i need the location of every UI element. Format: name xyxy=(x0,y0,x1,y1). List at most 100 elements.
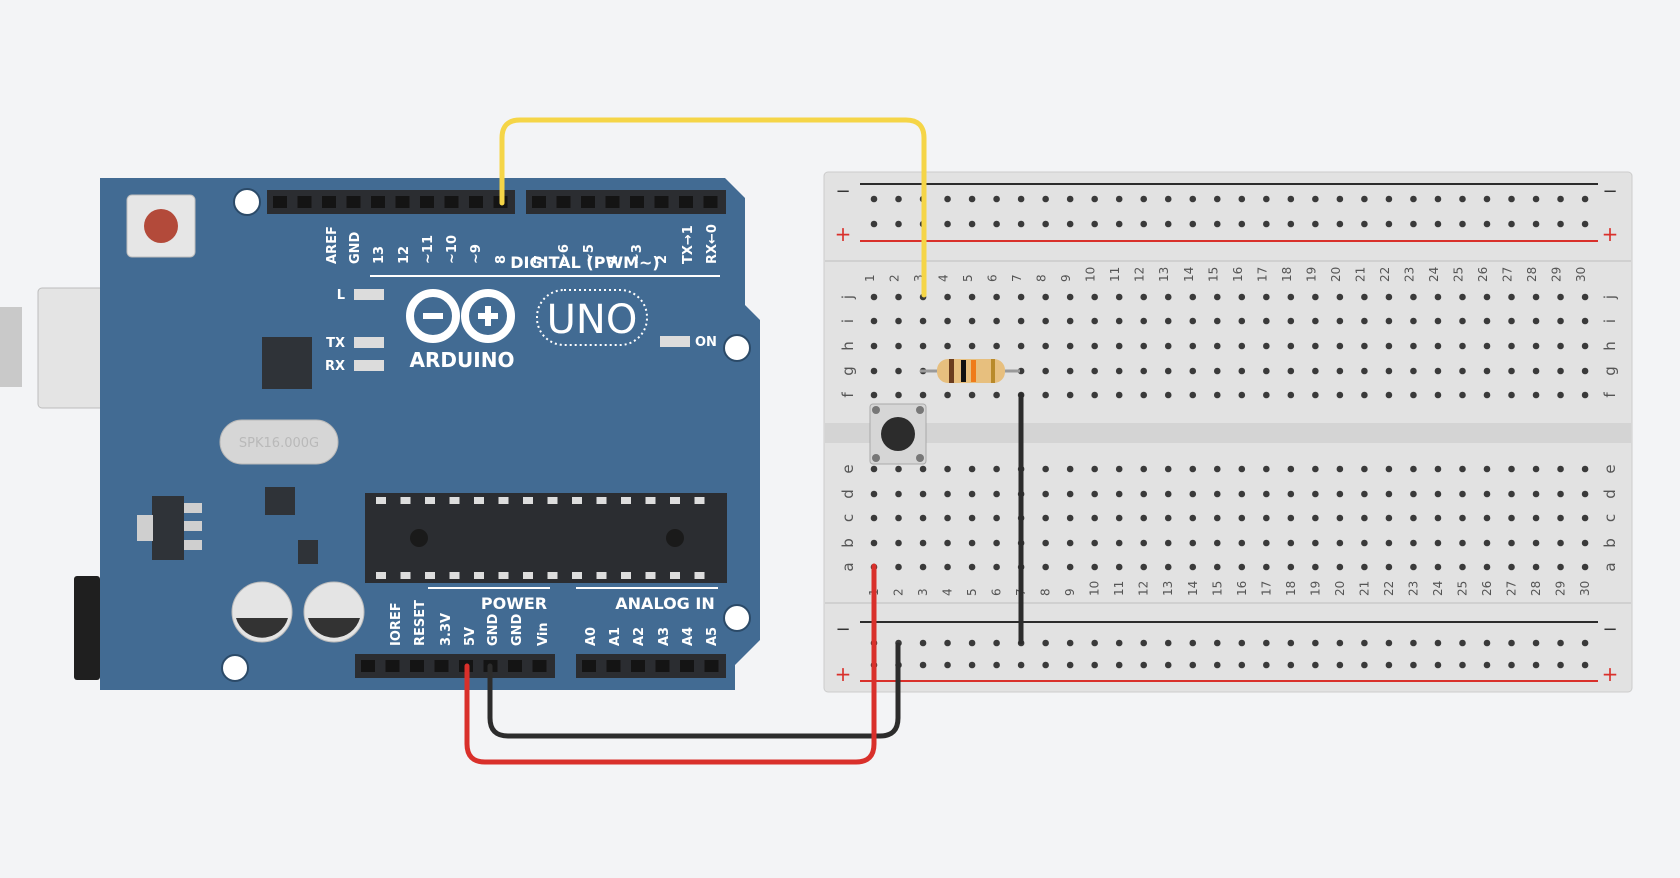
breadboard-hole[interactable] xyxy=(1483,391,1491,399)
breadboard-hole[interactable] xyxy=(895,490,902,498)
breadboard-hole[interactable] xyxy=(968,465,976,473)
breadboard-hole[interactable] xyxy=(1459,342,1466,350)
breadboard-hole[interactable] xyxy=(1189,661,1197,669)
header-socket[interactable] xyxy=(631,660,645,672)
breadboard-hole[interactable] xyxy=(1287,317,1295,325)
breadboard-hole[interactable] xyxy=(1042,220,1049,228)
breadboard-hole[interactable] xyxy=(1115,639,1123,647)
breadboard-hole[interactable] xyxy=(1091,195,1098,203)
header-socket[interactable] xyxy=(703,196,718,208)
breadboard-hole[interactable] xyxy=(993,514,1000,522)
pushbutton-cap[interactable] xyxy=(881,417,915,451)
breadboard-hole[interactable] xyxy=(1385,661,1393,669)
breadboard-hole[interactable] xyxy=(1459,661,1466,669)
breadboard-hole[interactable] xyxy=(1581,563,1589,571)
header-socket[interactable] xyxy=(444,196,459,208)
breadboard-hole[interactable] xyxy=(1164,539,1172,547)
breadboard-hole[interactable] xyxy=(895,195,902,203)
breadboard-hole[interactable] xyxy=(1385,639,1393,647)
breadboard-hole[interactable] xyxy=(1434,195,1442,203)
breadboard-hole[interactable] xyxy=(1410,317,1417,325)
breadboard-hole[interactable] xyxy=(1189,639,1197,647)
breadboard-hole[interactable] xyxy=(968,563,976,571)
breadboard-hole[interactable] xyxy=(1213,539,1221,547)
breadboard-hole[interactable] xyxy=(944,539,951,547)
breadboard-hole[interactable] xyxy=(993,539,1000,547)
breadboard-hole[interactable] xyxy=(1557,367,1564,375)
breadboard-hole[interactable] xyxy=(1263,293,1270,301)
breadboard-hole[interactable] xyxy=(1213,391,1221,399)
breadboard-hole[interactable] xyxy=(968,539,976,547)
breadboard-hole[interactable] xyxy=(1483,465,1491,473)
breadboard-hole[interactable] xyxy=(1508,661,1515,669)
breadboard-hole[interactable] xyxy=(1091,220,1098,228)
breadboard-hole[interactable] xyxy=(1361,293,1368,301)
breadboard-hole[interactable] xyxy=(1312,563,1319,571)
breadboard-hole[interactable] xyxy=(1361,490,1368,498)
breadboard-hole[interactable] xyxy=(1557,317,1564,325)
breadboard-hole[interactable] xyxy=(1091,490,1098,498)
breadboard-hole[interactable] xyxy=(1336,639,1344,647)
breadboard-hole[interactable] xyxy=(1336,539,1344,547)
breadboard-hole[interactable] xyxy=(993,317,1000,325)
breadboard-hole[interactable] xyxy=(1042,490,1049,498)
breadboard-hole[interactable] xyxy=(870,367,878,375)
breadboard-hole[interactable] xyxy=(993,465,1000,473)
breadboard-hole[interactable] xyxy=(968,514,976,522)
breadboard-hole[interactable] xyxy=(1164,391,1172,399)
breadboard-hole[interactable] xyxy=(993,342,1000,350)
breadboard-hole[interactable] xyxy=(944,293,951,301)
breadboard-hole[interactable] xyxy=(1434,317,1442,325)
breadboard-hole[interactable] xyxy=(1459,195,1466,203)
breadboard-hole[interactable] xyxy=(1115,342,1123,350)
breadboard-hole[interactable] xyxy=(1483,563,1491,571)
breadboard-hole[interactable] xyxy=(1434,514,1442,522)
breadboard-hole[interactable] xyxy=(1312,342,1319,350)
breadboard-hole[interactable] xyxy=(1164,465,1172,473)
breadboard-hole[interactable] xyxy=(993,220,1000,228)
breadboard-hole[interactable] xyxy=(968,317,976,325)
breadboard-hole[interactable] xyxy=(1508,342,1515,350)
breadboard-hole[interactable] xyxy=(944,317,951,325)
breadboard-hole[interactable] xyxy=(870,465,878,473)
breadboard-hole[interactable] xyxy=(1581,195,1589,203)
breadboard-hole[interactable] xyxy=(1115,195,1123,203)
breadboard-hole[interactable] xyxy=(1091,563,1098,571)
breadboard-hole[interactable] xyxy=(1042,539,1049,547)
breadboard-hole[interactable] xyxy=(1434,539,1442,547)
breadboard-hole[interactable] xyxy=(1532,514,1540,522)
breadboard-hole[interactable] xyxy=(1238,490,1246,498)
breadboard-hole[interactable] xyxy=(1189,317,1197,325)
breadboard-hole[interactable] xyxy=(1066,317,1074,325)
breadboard-hole[interactable] xyxy=(1361,342,1368,350)
header-socket[interactable] xyxy=(532,660,547,672)
breadboard-hole[interactable] xyxy=(1091,639,1098,647)
breadboard-hole[interactable] xyxy=(1017,317,1025,325)
header-socket[interactable] xyxy=(410,660,424,672)
breadboard-hole[interactable] xyxy=(1385,465,1393,473)
breadboard-hole[interactable] xyxy=(1213,195,1221,203)
breadboard-hole[interactable] xyxy=(968,195,976,203)
breadboard-hole[interactable] xyxy=(1532,639,1540,647)
breadboard-hole[interactable] xyxy=(895,539,902,547)
resistor[interactable] xyxy=(920,359,1020,383)
breadboard-hole[interactable] xyxy=(1115,367,1123,375)
breadboard-hole[interactable] xyxy=(944,220,951,228)
breadboard-hole[interactable] xyxy=(1312,465,1319,473)
breadboard-hole[interactable] xyxy=(1263,539,1270,547)
breadboard-hole[interactable] xyxy=(1385,539,1393,547)
breadboard-hole[interactable] xyxy=(1581,391,1589,399)
breadboard-hole[interactable] xyxy=(1557,195,1564,203)
breadboard-hole[interactable] xyxy=(968,220,976,228)
breadboard-hole[interactable] xyxy=(1140,195,1148,203)
breadboard-hole[interactable] xyxy=(1410,391,1417,399)
breadboard-hole[interactable] xyxy=(1312,293,1319,301)
breadboard-hole[interactable] xyxy=(1434,563,1442,571)
breadboard-hole[interactable] xyxy=(919,639,927,647)
breadboard-hole[interactable] xyxy=(1385,293,1393,301)
breadboard-hole[interactable] xyxy=(1410,342,1417,350)
breadboard-hole[interactable] xyxy=(993,195,1000,203)
breadboard-hole[interactable] xyxy=(1066,220,1074,228)
header-socket[interactable] xyxy=(297,196,312,208)
breadboard-hole[interactable] xyxy=(1091,367,1098,375)
